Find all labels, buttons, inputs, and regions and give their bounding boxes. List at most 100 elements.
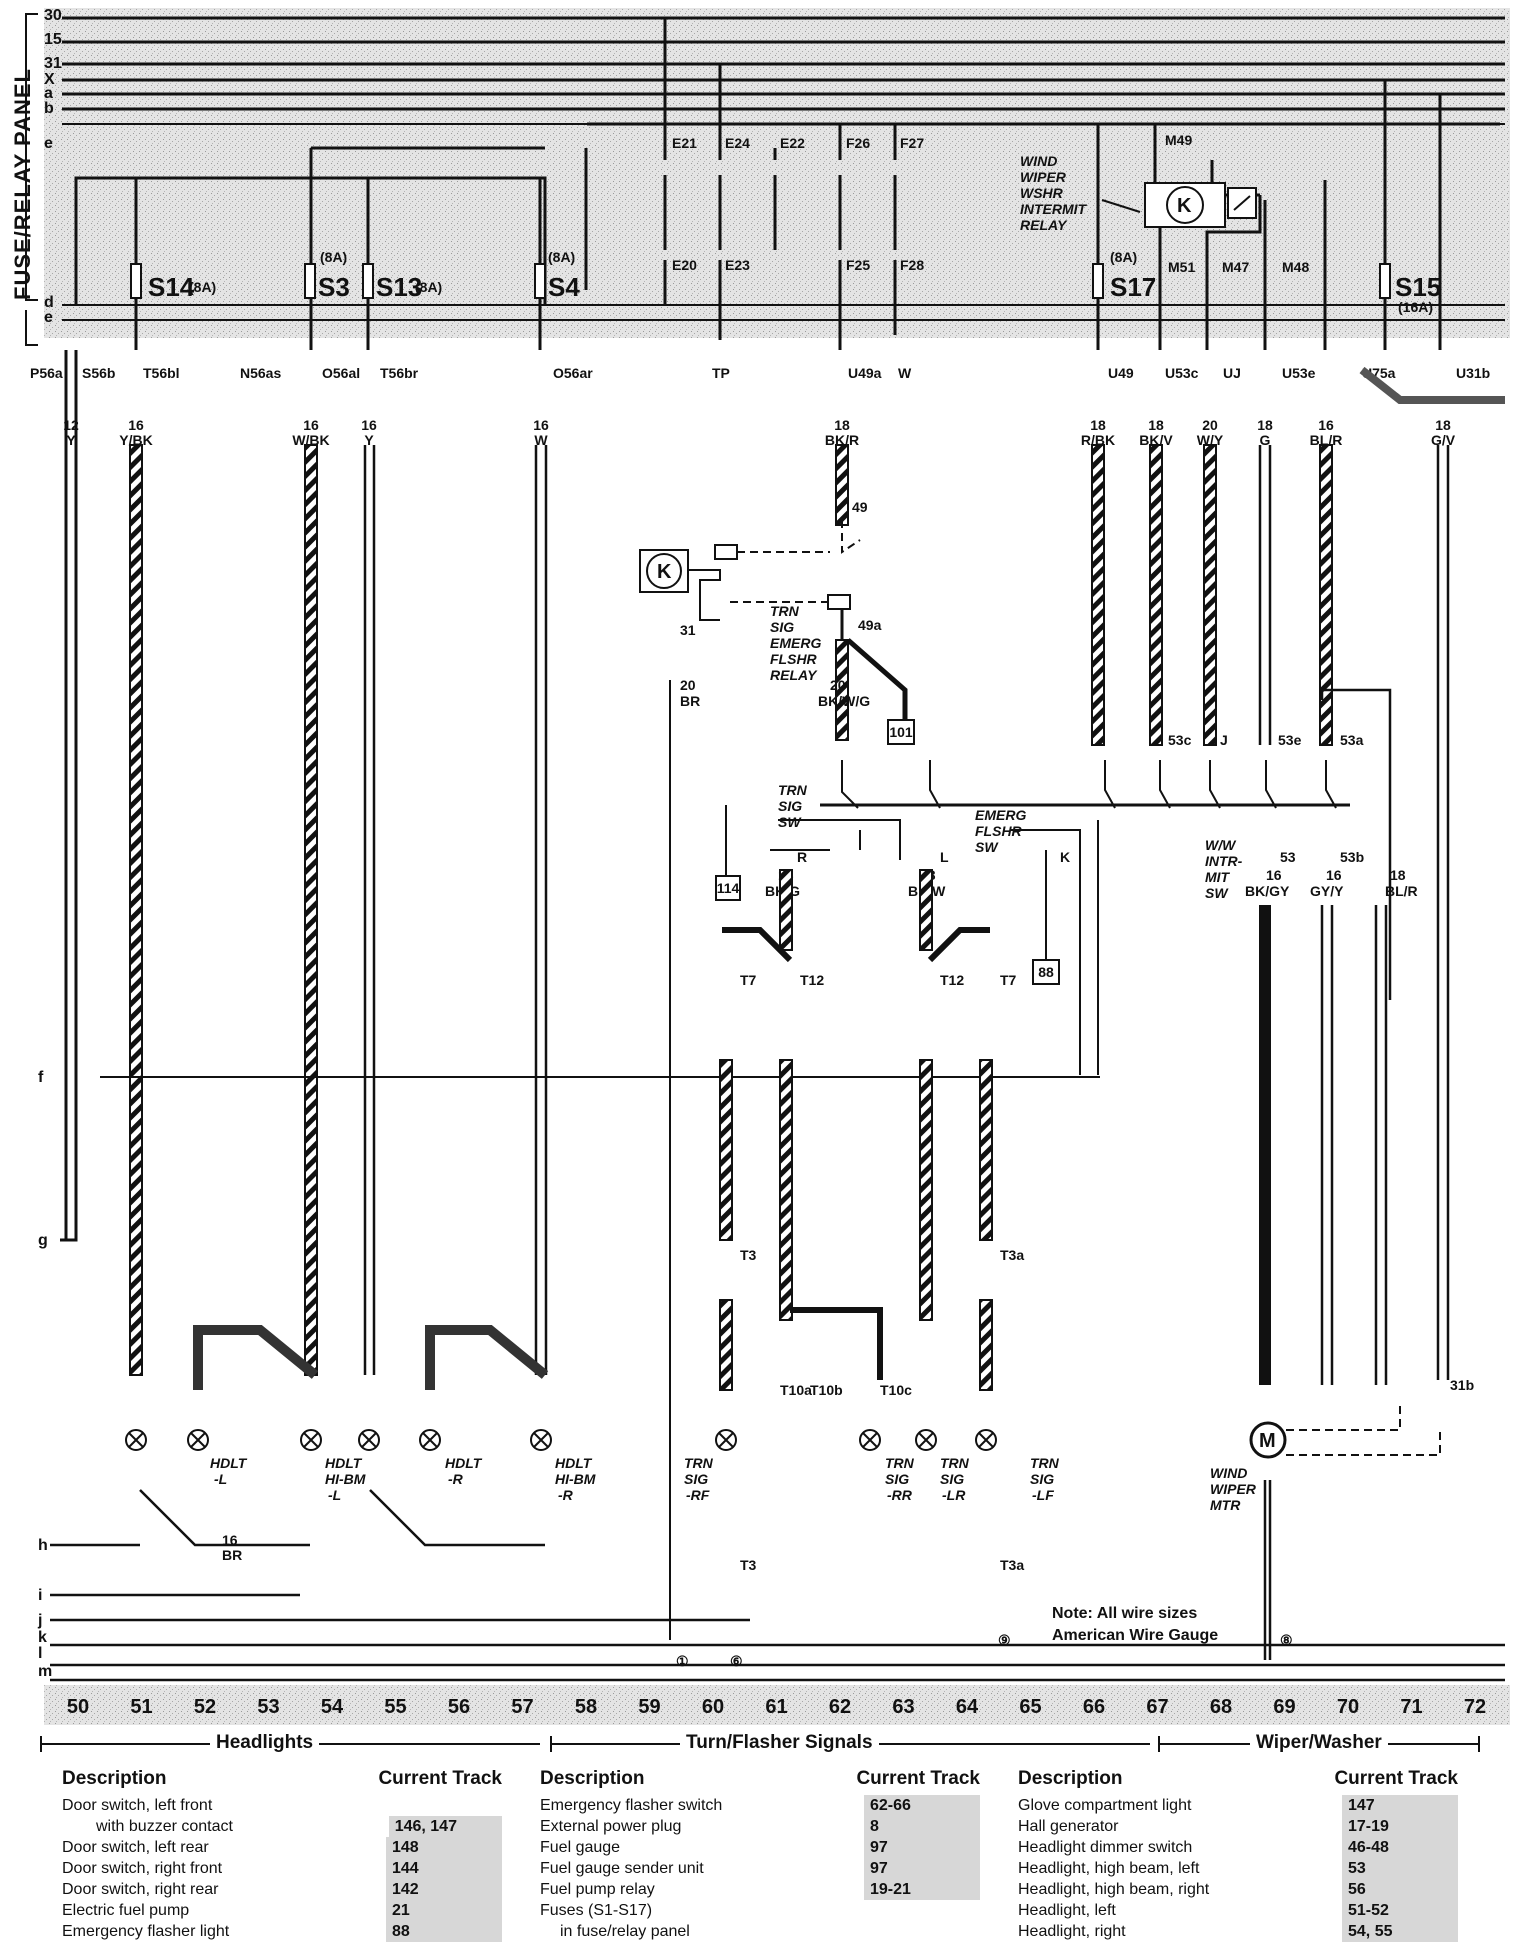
legend-track-header: Current Track	[378, 1768, 502, 1789]
svg-text:W/BK: W/BK	[292, 432, 329, 448]
svg-text:SIG: SIG	[770, 619, 794, 635]
svg-text:F28: F28	[900, 257, 924, 273]
svg-text:M: M	[1259, 1430, 1276, 1452]
svg-text:53a: 53a	[1340, 732, 1364, 748]
svg-text:88: 88	[1038, 964, 1054, 980]
track-number: 60	[702, 1696, 724, 1718]
connector-tags: T7 T12 T12 T7 T3 T3a T10a T10b T10c T3 T…	[740, 972, 1024, 1573]
wiring-diagram: FUSE/RELAY PANEL 30 15 31 X a b e d e	[10, 7, 1510, 1725]
track-number: 72	[1464, 1696, 1486, 1718]
svg-text:18: 18	[1148, 417, 1164, 433]
track-number: 50	[67, 1696, 89, 1718]
svg-text:F27: F27	[900, 135, 924, 151]
svg-text:49: 49	[852, 499, 868, 515]
svg-text:TRN: TRN	[684, 1455, 714, 1471]
svg-text:-LR: -LR	[942, 1487, 966, 1503]
svg-text:16: 16	[361, 417, 377, 433]
svg-text:WIND: WIND	[1020, 153, 1057, 169]
svg-text:T10b: T10b	[810, 1382, 843, 1398]
svg-text:16: 16	[1318, 417, 1334, 433]
svg-text:SW: SW	[975, 839, 999, 855]
svg-text:16: 16	[128, 417, 144, 433]
svg-text:a: a	[44, 85, 53, 102]
svg-text:FLSHR: FLSHR	[770, 651, 818, 667]
track-strip	[44, 1685, 1510, 1725]
combination-switch: TRN SIG SW EMERG FLSHR SW W/W INTR- MIT …	[100, 680, 1350, 1640]
turn-signal-flasher-relay: K TRN SIG EMERG FLSHR RELAY	[639, 520, 861, 683]
svg-text:K: K	[657, 561, 672, 583]
track-number: 68	[1210, 1696, 1232, 1718]
fuse-relay-panel	[44, 8, 1510, 338]
svg-text:⑥: ⑥	[730, 1653, 743, 1669]
svg-text:-L: -L	[214, 1471, 227, 1487]
svg-text:FLSHR: FLSHR	[975, 823, 1023, 839]
svg-text:j: j	[37, 1612, 42, 1629]
svg-text:-LF: -LF	[1032, 1487, 1054, 1503]
svg-text:HI-BM: HI-BM	[555, 1471, 596, 1487]
svg-text:SW: SW	[1205, 885, 1229, 901]
svg-text:BK/GY: BK/GY	[1245, 883, 1290, 899]
fuse-s13: S13 (8A)	[362, 263, 442, 302]
svg-text:S15: S15	[1395, 272, 1441, 302]
svg-text:SIG: SIG	[1030, 1471, 1054, 1487]
svg-text:E21: E21	[672, 135, 697, 151]
legend-desc-header: Description	[540, 1768, 645, 1789]
ground-wire-labels: 16 BR	[222, 1532, 242, 1563]
svg-text:WIPER: WIPER	[1210, 1481, 1257, 1497]
legend-desc-header: Description	[1018, 1768, 1123, 1789]
svg-text:SIG: SIG	[778, 798, 802, 814]
svg-text:E24: E24	[725, 135, 750, 151]
svg-text:(8A): (8A)	[415, 279, 442, 295]
svg-text:K: K	[1177, 195, 1192, 217]
svg-text:e: e	[44, 135, 53, 152]
svg-text:49a: 49a	[858, 617, 882, 633]
track-number: 61	[765, 1696, 787, 1718]
svg-text:HDLT: HDLT	[210, 1455, 248, 1471]
fuse-s14: S14 (8A)	[130, 263, 216, 302]
svg-text:W/W: W/W	[1205, 837, 1237, 853]
svg-text:T12: T12	[800, 972, 824, 988]
lamp-hdlt-hi-bm-r: HDLT HI-BM -R	[530, 1429, 596, 1503]
svg-text:RELAY: RELAY	[770, 667, 818, 683]
terminal-labels: P56a S56b T56bl N56as O56al T56br O56ar …	[30, 365, 1490, 381]
track-number: 70	[1337, 1696, 1359, 1718]
track-number: 65	[1019, 1696, 1041, 1718]
svg-text:18: 18	[1090, 417, 1106, 433]
svg-text:G: G	[1260, 432, 1271, 448]
box-101: 101	[887, 719, 915, 745]
svg-text:T7: T7	[1000, 972, 1017, 988]
svg-text:X: X	[44, 71, 55, 88]
svg-text:T56br: T56br	[380, 365, 419, 381]
svg-text:W/Y: W/Y	[1197, 432, 1224, 448]
svg-text:U53e: U53e	[1282, 365, 1316, 381]
svg-text:16: 16	[1266, 867, 1282, 883]
svg-text:BR: BR	[680, 693, 700, 709]
svg-text:T7: T7	[740, 972, 757, 988]
svg-text:R: R	[797, 849, 807, 865]
svg-text:T3: T3	[740, 1247, 757, 1263]
svg-text:16: 16	[533, 417, 549, 433]
svg-text:BK/W/G: BK/W/G	[818, 693, 870, 709]
panel-title: FUSE/RELAY PANEL	[10, 68, 35, 300]
fuse-s17: S17 (8A)	[1092, 249, 1156, 302]
track-number: 62	[829, 1696, 851, 1718]
svg-text:EMERG: EMERG	[975, 807, 1026, 823]
svg-text:L: L	[940, 849, 949, 865]
svg-text:F26: F26	[846, 135, 870, 151]
svg-text:(16A): (16A)	[1398, 299, 1433, 315]
fuse-s3: S3 (8A)	[304, 249, 350, 302]
svg-text:30: 30	[44, 7, 62, 24]
svg-text:⑨: ⑨	[998, 1632, 1011, 1648]
svg-text:h: h	[38, 1537, 48, 1554]
svg-text:HDLT: HDLT	[325, 1455, 363, 1471]
svg-text:(8A): (8A)	[189, 279, 216, 295]
side-labels: f g h i j k l m	[37, 1069, 52, 1680]
svg-text:16: 16	[303, 417, 319, 433]
svg-text:-RF: -RF	[686, 1487, 710, 1503]
legend-track-header: Current Track	[1334, 1768, 1458, 1789]
svg-text:18: 18	[834, 417, 850, 433]
